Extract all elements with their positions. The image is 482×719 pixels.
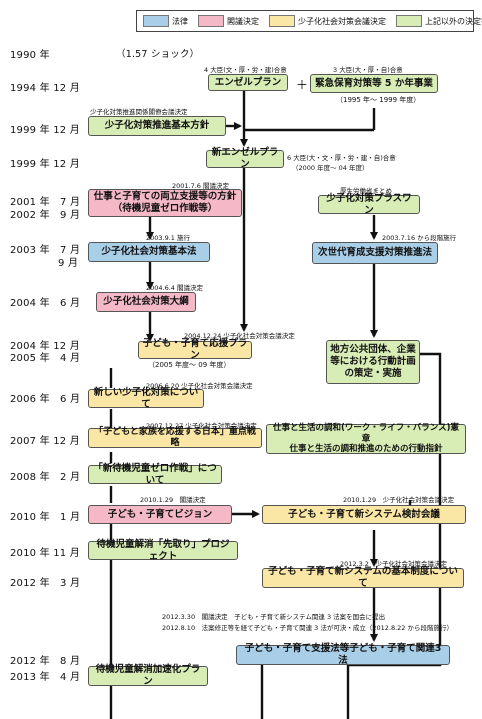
date-2007-12: 2007 年 12 月 xyxy=(10,436,80,447)
date-2004-06: 2004 年 6 月 xyxy=(10,298,81,309)
legend-item-law: 法律 xyxy=(143,15,188,27)
box-chiho: 地方公共団体、企業 等における行動計画 の策定・実施 xyxy=(326,340,420,384)
date-1999-12-b: 1999 年 12 月 xyxy=(10,159,80,170)
note-hoiku: 3 大臣(大・厚・自)合意 xyxy=(333,66,403,74)
box-senryaku: 「子どもと家族を応援する日本」重点戦略 xyxy=(88,427,262,448)
note-seido: 2012.3.2 少子化社会対策会議決定 xyxy=(340,560,447,568)
note-kihonho: 2003.9.1 施行 xyxy=(146,234,191,242)
legend-swatch xyxy=(269,15,295,27)
note-senryaku: 2007.12.27 少子化社会対策会議決定 xyxy=(146,422,257,430)
legend-label: 閣議決定 xyxy=(227,16,259,26)
date-2008-02: 2008 年 2 月 xyxy=(10,472,81,483)
legend-swatch xyxy=(198,15,224,27)
date-2010-01: 2010 年 1 月 xyxy=(10,512,81,523)
date-1990: 1990 年 xyxy=(10,50,50,61)
legend-label: 上記以外の決定等 xyxy=(425,16,482,26)
box-kentou: 子ども・子育て新システム検討会議 xyxy=(262,505,466,524)
box-ryoritsu-line1: 仕事と子育ての両立支援等の方針 xyxy=(93,191,237,203)
box-kasoku: 待機児童解消加速化プラン xyxy=(88,664,208,687)
note-kihon: 少子化対策推進関係閣僚会議決定 xyxy=(90,108,188,116)
box-sakidori: 待機児童解消「先取り」プロジェクト xyxy=(88,539,238,562)
legend-label: 少子化社会対策会議決定 xyxy=(298,16,386,26)
legend-item-council: 少子化社会対策会議決定 xyxy=(269,15,386,27)
date-2013-04: 2013 年 4 月 xyxy=(10,672,81,683)
box-chiho-line2: 等における行動計画 xyxy=(330,356,416,368)
legend-label: 法律 xyxy=(172,16,188,26)
legend-item-cabinet: 閣議決定 xyxy=(198,15,259,27)
box-kihon-hoshin: 少子化対策推進基本方針 xyxy=(88,116,226,136)
date-2006-06: 2006 年 6 月 xyxy=(10,394,81,405)
note-plusone: 厚生労働省まとめ xyxy=(340,187,392,195)
date-2001-07: 2001 年 7 月 xyxy=(10,197,81,208)
box-vision: 子ども・子育てビジョン xyxy=(88,505,232,524)
date-2012-03: 2012 年 3 月 xyxy=(10,578,81,589)
legend-swatch xyxy=(143,15,169,27)
box-new-angel-plan: 新エンゼルプラン xyxy=(206,147,284,170)
note-newangel-1: 6 大臣(大・文・厚・労・建・自)合意 xyxy=(287,154,396,162)
box-oen-plan: 子ども・子育て応援プラン xyxy=(138,338,252,361)
box-kihon-ho: 少子化社会対策基本法 xyxy=(88,242,210,262)
note-angel: 4 大臣(文・厚・労・建)合意 xyxy=(204,66,287,74)
note-2012-a: 2012.3.30 閣議決定 子ども・子育て新システム関連 3 法案を国会に提出 xyxy=(162,613,386,621)
date-2010-11: 2010 年 11 月 xyxy=(10,548,80,559)
legend-item-other: 上記以外の決定等 xyxy=(396,15,482,27)
date-2005-04: 2005 年 4 月 xyxy=(10,353,81,364)
box-wlb-line1: 仕事と生活の調和(ワーク・ライフ・バランス)憲章 xyxy=(273,423,459,444)
box-wlb-line2: 仕事と生活の調和推進のための行動指針 xyxy=(289,444,443,455)
date-2003-07: 2003 年 7 月 xyxy=(10,245,81,256)
box-wlb: 仕事と生活の調和(ワーク・ライフ・バランス)憲章 仕事と生活の調和推進のための行… xyxy=(266,423,466,455)
box-ryoritsu-line2: （待機児童ゼロ作戦等） xyxy=(112,203,218,214)
date-2002-09: 2002 年 9 月 xyxy=(10,210,81,221)
note-taiko: 2004.6.4 閣議決定 xyxy=(146,284,204,292)
box-ryoritsu: 仕事と子育ての両立支援等の方針 （待機児童ゼロ作戦等） xyxy=(88,189,242,217)
box-shin-taiki: 「新待機児童ゼロ作戦」について xyxy=(88,463,222,486)
note-2012-b: 2012.8.10 法案修正等を経て子ども・子育て関連 3 法が可決・成立（20… xyxy=(162,624,453,632)
note-ryoritsu: 2001.7.6 閣議決定 xyxy=(172,182,230,190)
shock-label: （1.57 ショック） xyxy=(116,49,200,60)
date-2003-09: 9 月 xyxy=(58,258,79,269)
date-1994-12: 1994 年 12 月 xyxy=(10,83,80,94)
box-jisedai: 次世代育成支援対策推進法 xyxy=(312,242,438,264)
box-taiko: 少子化社会対策大綱 xyxy=(96,292,196,312)
box-chiho-line1: 地方公共団体、企業 xyxy=(330,344,416,356)
plus-sign: ＋ xyxy=(296,78,309,92)
box-atarashii: 新しい少子化対策について xyxy=(88,387,204,410)
note-oen-period: （2005 年度〜 09 年度） xyxy=(148,361,231,369)
date-2012-08: 2012 年 8 月 xyxy=(10,656,81,667)
box-angel-plan: エンゼルプラン xyxy=(208,74,288,91)
note-oen: 2004.12.24 少子化社会対策会議決定 xyxy=(184,332,295,340)
legend: 法律 閣議決定 少子化社会対策会議決定 上記以外の決定等 xyxy=(136,10,482,32)
legend-swatch xyxy=(396,15,422,27)
note-kentou: 2010.1.29 少子化社会対策会議決定 xyxy=(343,496,455,504)
note-jisedai: 2003.7.16 から段階施行 xyxy=(382,234,457,242)
note-hoiku-period: （1995 年〜 1999 年度） xyxy=(336,96,421,104)
box-chiho-line3: の策定・実施 xyxy=(344,367,402,379)
date-1999-12-a: 1999 年 12 月 xyxy=(10,125,80,136)
box-plus-one: 少子化対策プラスワン xyxy=(318,193,420,216)
note-newangel-2: （2000 年度〜 04 年度） xyxy=(292,164,369,172)
box-kanren-3ho: 子ども・子育て支援法等子ども・子育て関連3法 xyxy=(236,643,450,666)
box-seido: 子ども・子育て新システムの基本制度について xyxy=(262,566,464,589)
note-vision: 2010.1.29 閣議決定 xyxy=(140,496,206,504)
date-2004-12: 2004 年 12 月 xyxy=(10,341,80,352)
note-atarashii: 2006.6.20 少子化社会対策会議決定 xyxy=(146,382,253,390)
box-hoiku: 緊急保育対策等 5 か年事業 xyxy=(310,74,438,93)
